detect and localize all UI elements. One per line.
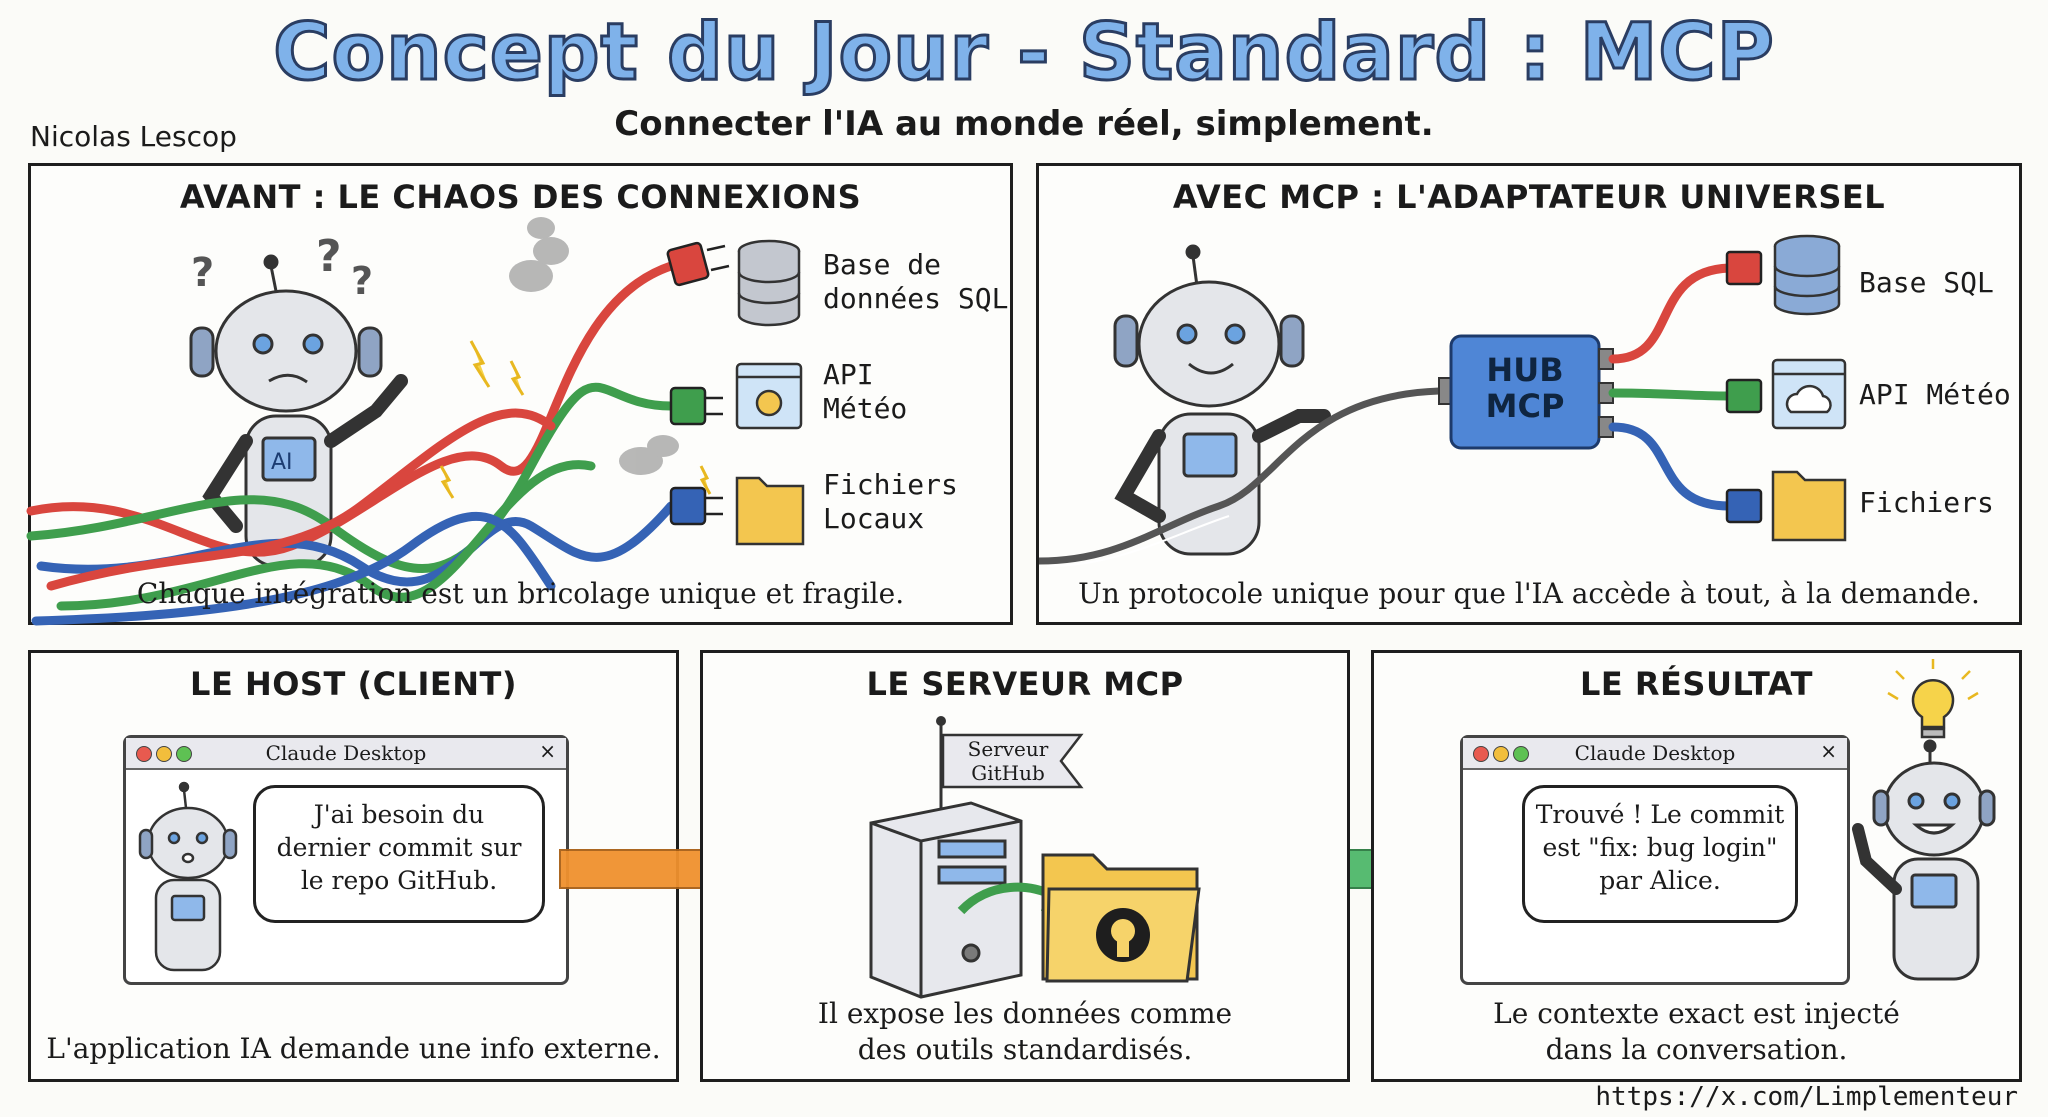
robot-icon [1852,739,1996,981]
source-label-weather: API Météo [1859,378,2011,411]
source-label-sql: Base SQL [1859,266,1994,299]
result-illustration [1852,659,1996,981]
window-title: Claude Desktop [1574,741,1736,765]
robot-icon [189,254,408,568]
page-title: Concept du Jour - Standard : MCP [272,7,1776,100]
database-icon [1773,234,1841,316]
panel-before: AVANT : LE CHAOS DES CONNEXIONS ? ? ? AI [26,163,1013,626]
source-label-files: Fichiers [1859,486,1994,519]
panel-host-title: LE HOST (CLIENT) [190,665,517,703]
server-icon [869,801,1023,999]
green-cable [1608,388,1734,401]
flag-icon [941,733,1084,789]
server-flag-label: Serveur GitHub [967,737,1049,785]
spark-icon [439,340,712,499]
robot-icon [138,781,238,972]
question-mark-icon: ? [351,259,373,303]
panel-server-caption: Il expose les données comme des outils s… [817,997,1233,1066]
blue-cable [1608,422,1734,511]
server-illustration [869,716,1201,999]
author-url-link[interactable]: https://x.com/Limplementeur [1595,1082,2018,1112]
panel-host: LE HOST (CLIENT) Claude Desktop × J'ai b… [28,650,679,1082]
source-label-files: Fichiers Locaux [823,468,958,535]
window-title: Claude Desktop [265,741,427,765]
green-plug-icon [669,386,723,426]
weather-sun-icon [735,362,803,430]
database-icon [737,239,801,327]
question-mark-icon: ? [316,231,342,282]
robot-badge-label: AI [271,450,293,475]
smoke-icon [509,217,679,475]
panel-before-title: AVANT : LE CHAOS DES CONNEXIONS [179,178,862,216]
author-name: Nicolas Lescop [30,120,237,153]
window-minimize-dot[interactable] [156,746,172,762]
chaos-illustration: ? ? ? AI [26,217,805,626]
panel-result-caption: Le contexte exact est injecté dans la co… [1493,997,1900,1066]
mcp-illustration [1038,234,1847,567]
window-maximize-dot[interactable] [176,746,192,762]
window-maximize-dot[interactable] [1513,746,1529,762]
github-icon [1096,908,1150,962]
panel-result: LE RÉSULTAT Claude Desktop × Trouvé ! Le… [1371,650,2022,1082]
gray-cable [1038,387,1440,565]
tangled-cables [26,261,676,626]
panel-with-mcp: AVEC MCP : L'ADAPTATEUR UNIVERSEL [1036,163,2022,625]
panel-with-mcp-caption: Un protocole unique pour que l'IA accède… [1078,577,1980,610]
panel-before-caption: Chaque intégration est un bricolage uniq… [136,577,905,610]
close-icon[interactable]: × [539,739,556,763]
red-plug-icon [666,241,730,287]
source-label-weather: API Météo [823,358,908,425]
question-mark-icon: ? [191,250,214,296]
panel-server-title: LE SERVEUR MCP [866,665,1184,703]
page-subtitle: Connecter l'IA au monde réel, simplement… [614,104,1434,144]
blue-plug-icon [669,486,723,526]
mcp-hub-label: HUB MCP [1485,351,1565,425]
panel-host-caption: L'application IA demande une info extern… [46,1032,661,1065]
folder-icon [735,476,805,546]
panel-server: LE SERVEUR MCP Serveur GitHub Il expos [700,650,1350,1082]
lightbulb-icon [1887,659,1979,739]
weather-cloud-icon [1771,358,1847,430]
panel-result-title: LE RÉSULTAT [1580,665,1813,703]
window-close-dot[interactable] [136,746,152,762]
source-label-sql: Base de données SQL [823,248,1009,315]
result-speech-bubble: Trouvé ! Le commit est "fix: bug login" … [1522,785,1798,923]
window-close-dot[interactable] [1473,746,1489,762]
red-cable [1608,263,1734,364]
folder-icon [1771,470,1847,542]
window-minimize-dot[interactable] [1493,746,1509,762]
panel-with-mcp-title: AVEC MCP : L'ADAPTATEUR UNIVERSEL [1172,178,1886,216]
close-icon[interactable]: × [1820,739,1837,763]
host-speech-bubble: J'ai besoin du dernier commit sur le rep… [253,785,545,923]
